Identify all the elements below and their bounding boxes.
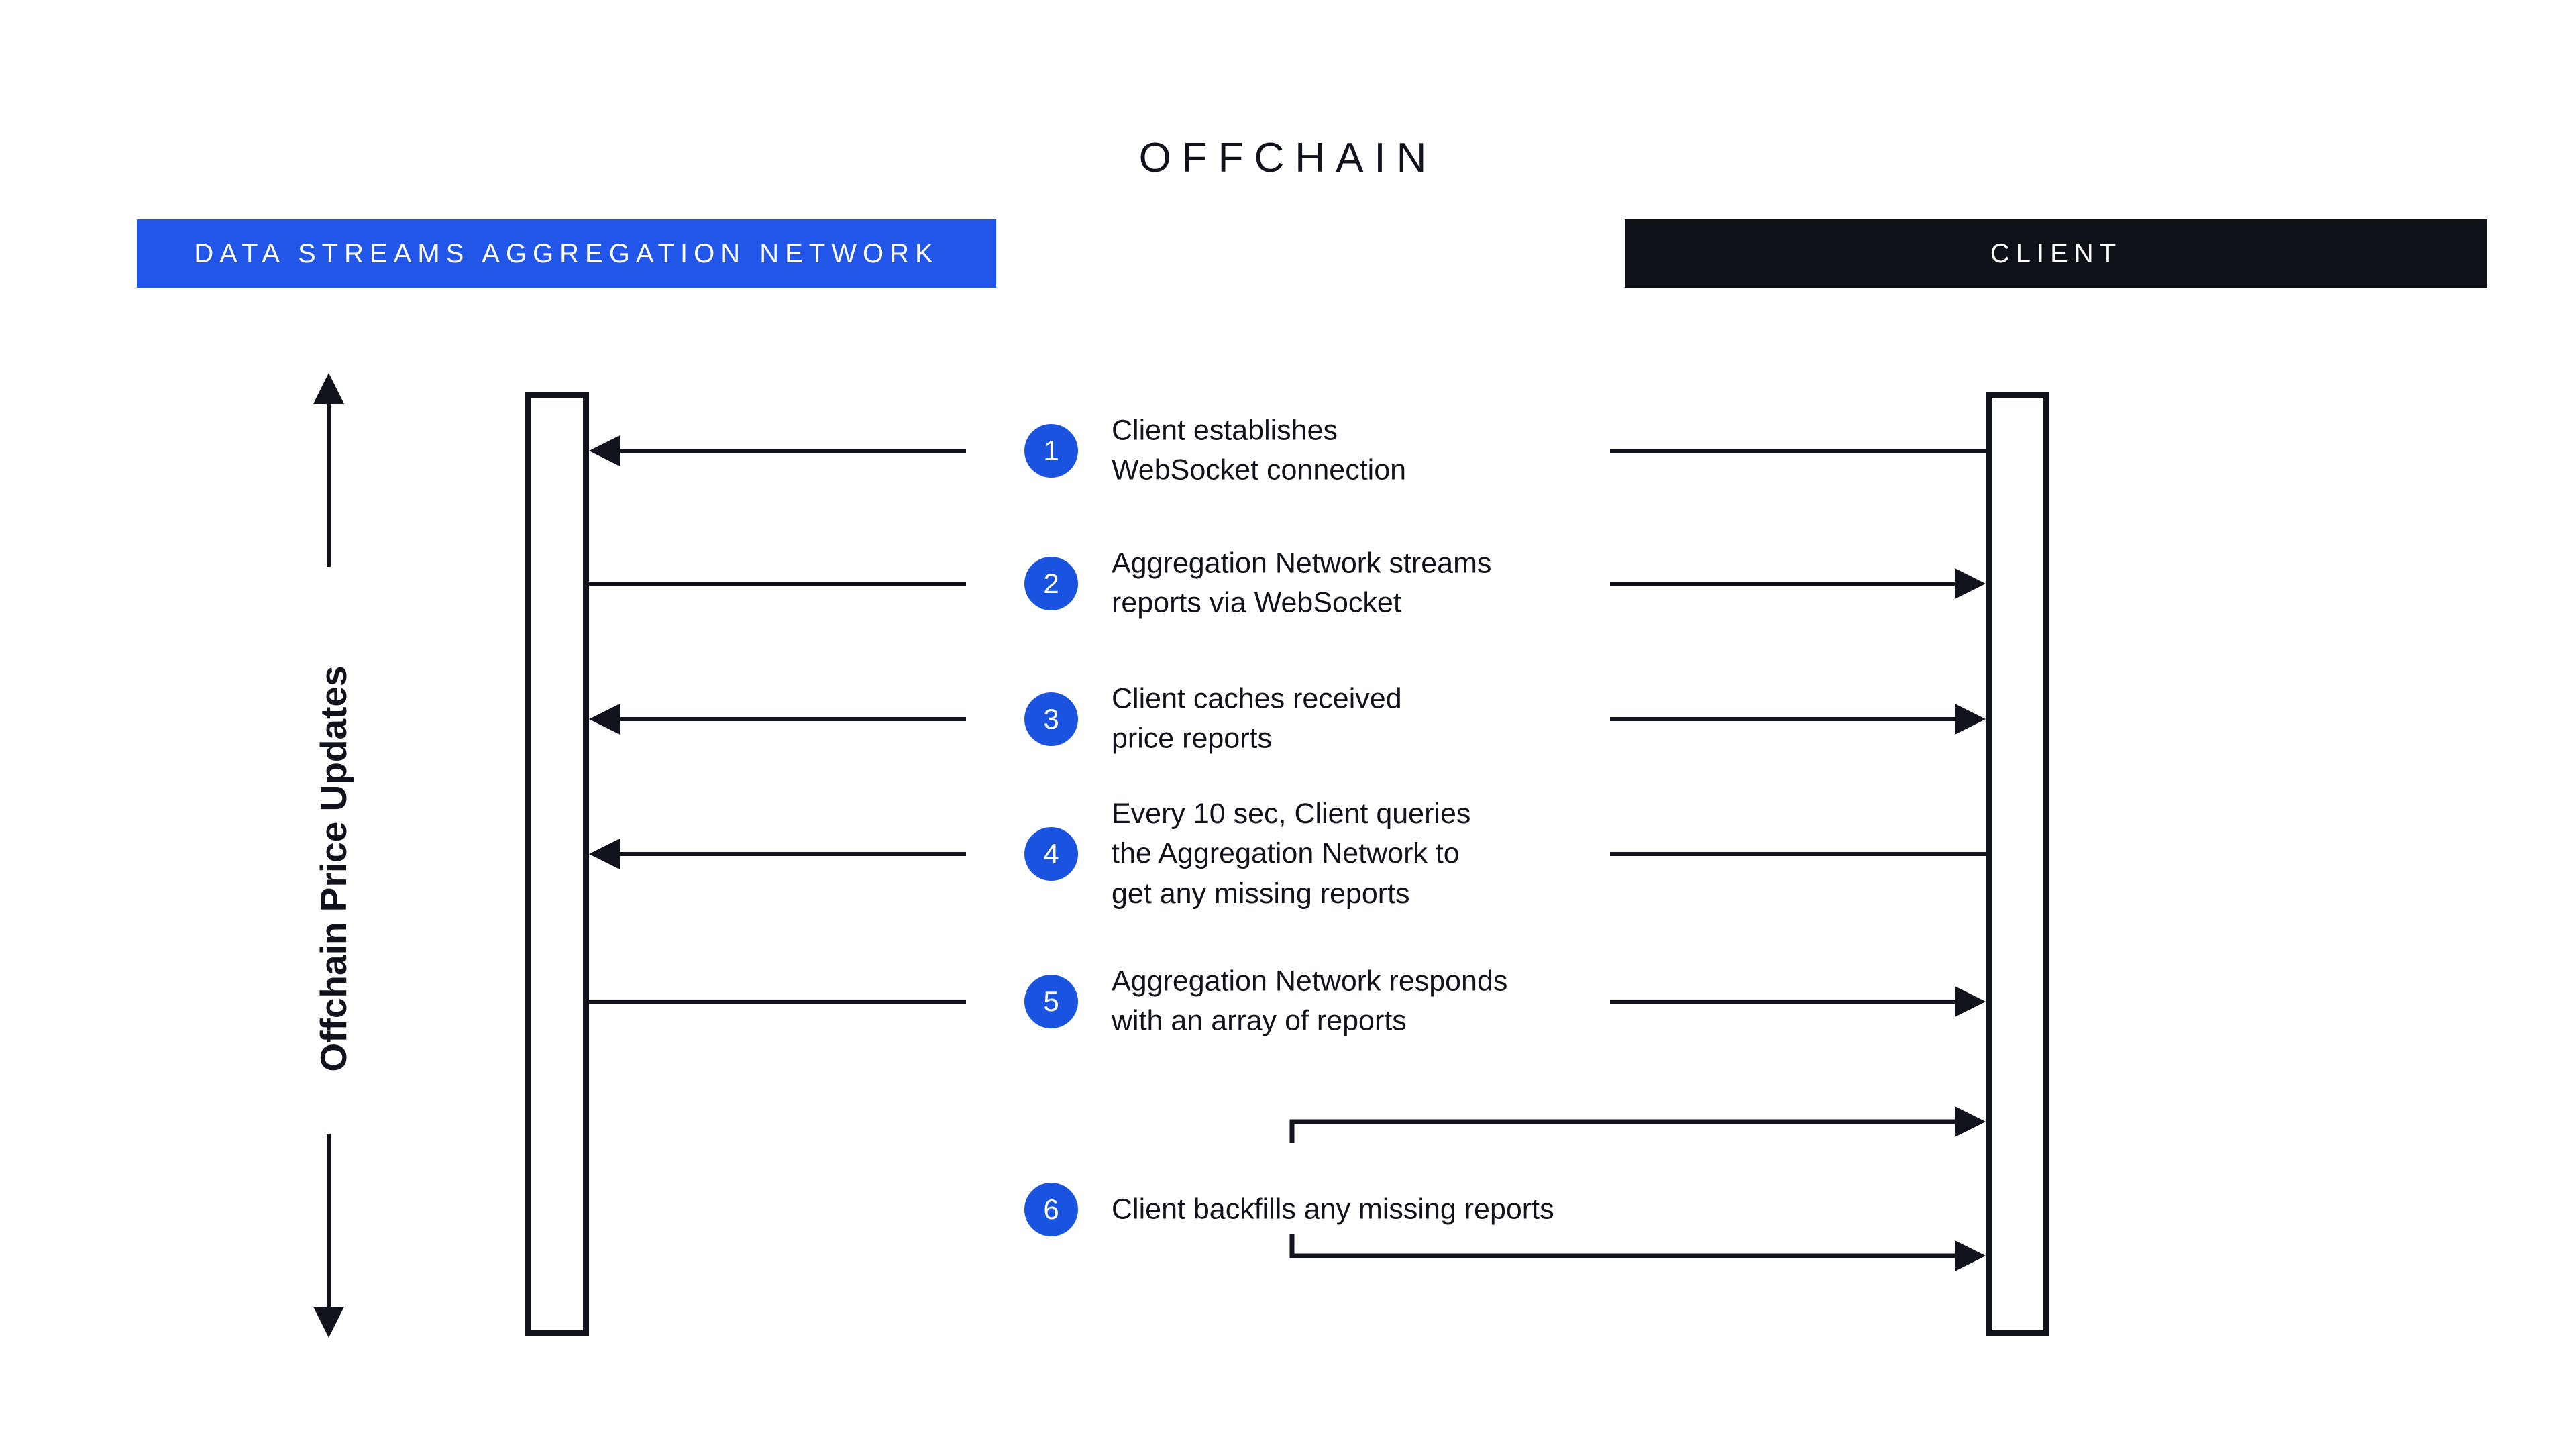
axis-down-arrowhead-icon xyxy=(313,1307,344,1338)
step6-bottom-arrowhead-icon xyxy=(1955,1240,1986,1271)
step6-number-badge: 6 xyxy=(1024,1183,1078,1236)
step6-top-arrowhead-icon xyxy=(1955,1106,1986,1137)
step4-number-badge: 4 xyxy=(1024,827,1078,881)
step2-right-arrowhead-icon xyxy=(1955,568,1986,599)
step1-description: Client establishes WebSocket connection xyxy=(1112,414,1407,486)
step1-left-arrowhead-icon xyxy=(589,435,620,466)
axis-up-arrowhead-icon xyxy=(313,373,344,404)
step2-description: Aggregation Network streams reports via … xyxy=(1112,547,1492,619)
step4-left-arrowhead-icon xyxy=(589,839,620,869)
step3-description: Client caches received price reports xyxy=(1112,682,1402,755)
step6-bottom-bracket-line xyxy=(1289,1234,1955,1258)
step6-description: Client backfills any missing reports xyxy=(1112,1193,1554,1226)
step2-number-badge: 2 xyxy=(1024,557,1078,610)
step5-right-arrowhead-icon xyxy=(1955,986,1986,1017)
client-lifeline-bar xyxy=(1986,392,2049,1336)
network-lifeline-bar xyxy=(525,392,589,1336)
step6-top-bracket-line xyxy=(1289,1119,1955,1143)
network-participant-label: DATA STREAMS AGGREGATION NETWORK xyxy=(194,238,939,268)
client-participant-banner: CLIENT xyxy=(1625,219,2487,288)
step3-left-arrowhead-icon xyxy=(589,704,620,735)
step3-number-badge: 3 xyxy=(1024,692,1078,746)
step4-description: Every 10 sec, Client queries the Aggrega… xyxy=(1112,798,1471,910)
network-participant-banner: DATA STREAMS AGGREGATION NETWORK xyxy=(137,219,996,288)
step5-description: Aggregation Network responds with an arr… xyxy=(1112,965,1508,1037)
step5-number-badge: 5 xyxy=(1024,975,1078,1028)
diagram-title: OFFCHAIN xyxy=(1138,135,1438,181)
step1-number-badge: 1 xyxy=(1024,424,1078,478)
client-participant-label: CLIENT xyxy=(1990,238,2123,268)
step3-right-arrowhead-icon xyxy=(1955,704,1986,735)
